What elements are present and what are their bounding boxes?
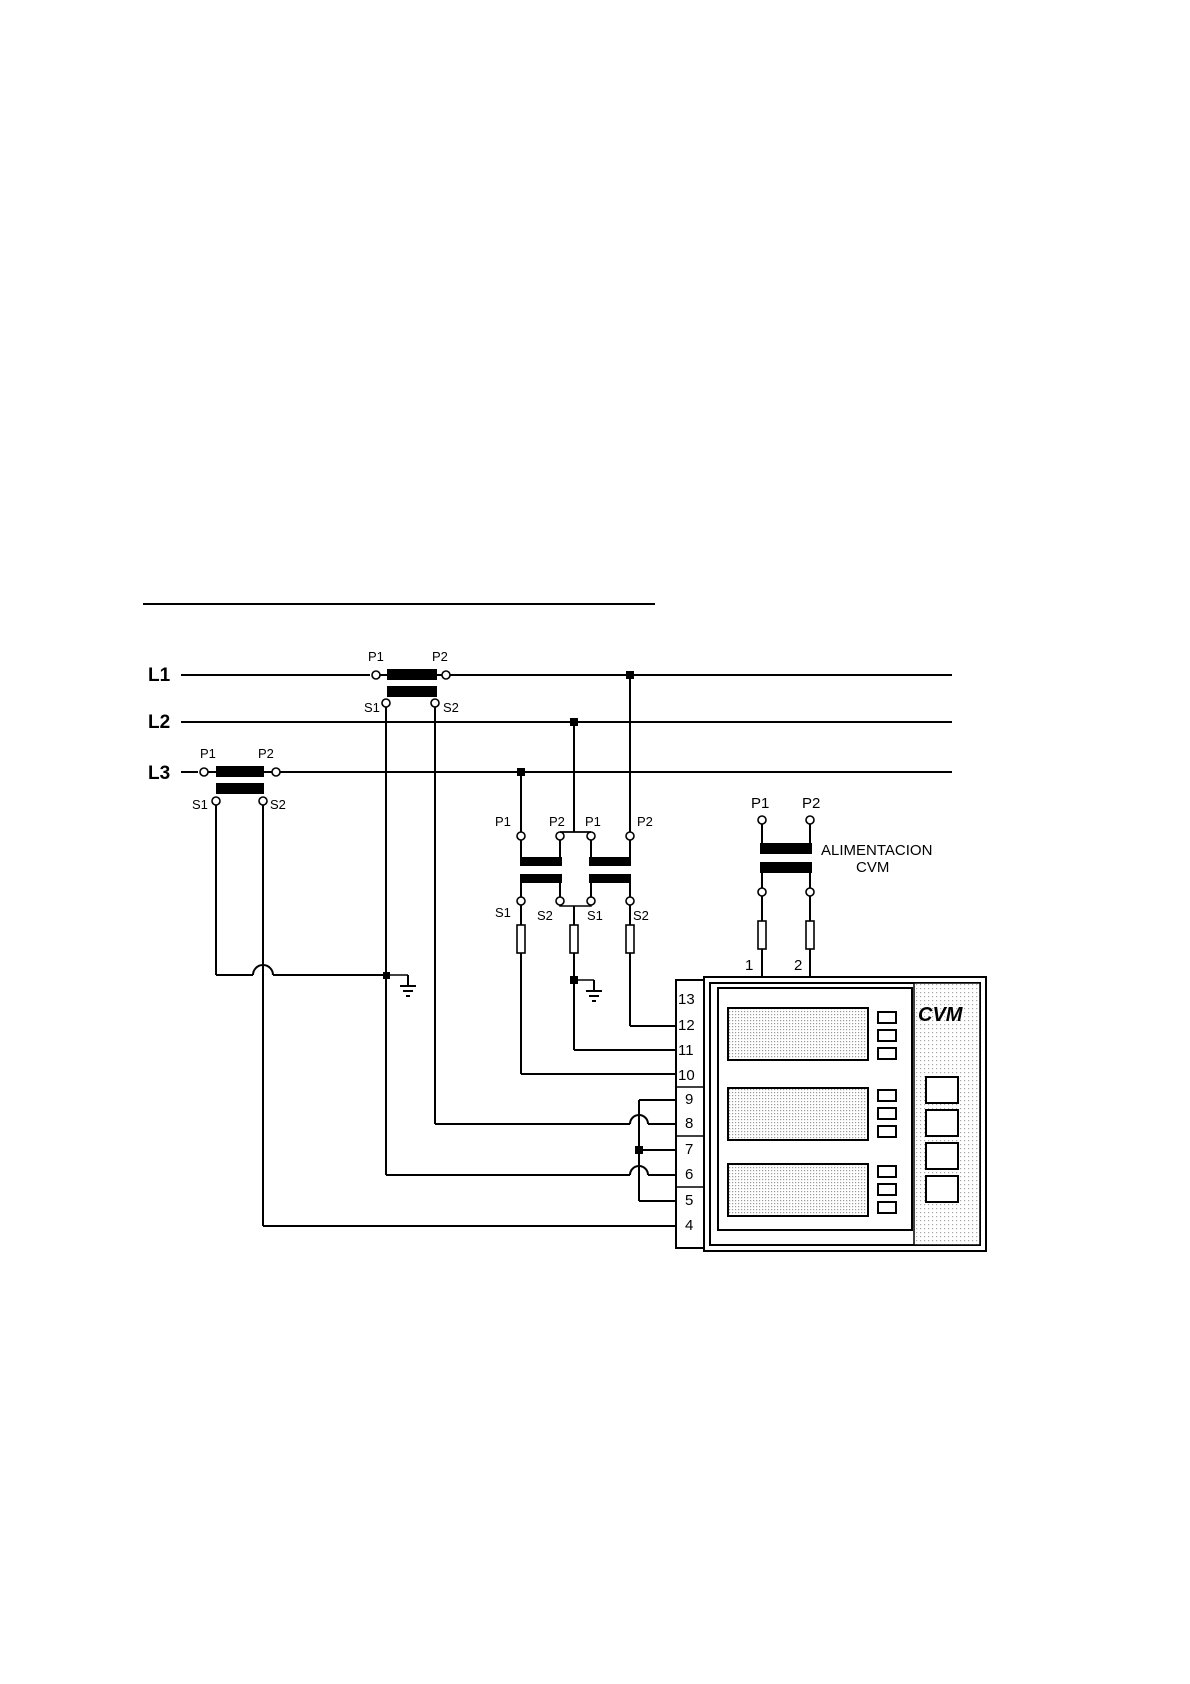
line-label-l3: L3	[148, 763, 170, 784]
device-key-1[interactable]	[926, 1077, 958, 1103]
supply-pin-2: 2	[794, 957, 802, 974]
terminal-5: 5	[685, 1192, 693, 1209]
ct-l1-s1-label: S1	[364, 700, 380, 715]
phase-lines: L1 L2 L3	[148, 665, 952, 784]
vt-left-p2-label: P2	[549, 814, 565, 829]
line-label-l2: L2	[148, 712, 170, 733]
terminal-12: 12	[678, 1017, 695, 1034]
vt-right-s2-label: S2	[633, 908, 649, 923]
display-3	[728, 1164, 868, 1216]
supply-label-line1: ALIMENTACION	[821, 842, 932, 859]
display-1	[728, 1008, 868, 1060]
device-key-4[interactable]	[926, 1176, 958, 1202]
ct-l1-p1-label: P1	[368, 649, 384, 664]
ground-icon	[574, 980, 602, 1001]
ct-l3-p2-label: P2	[258, 746, 274, 761]
terminal-11: 11	[678, 1042, 694, 1059]
vt-right-s1-label: S1	[587, 908, 603, 923]
device-key-2[interactable]	[926, 1110, 958, 1136]
supply-transformer: P1 P2 ALIMENTACION CVM 1 2	[745, 795, 932, 980]
terminal-9: 9	[685, 1091, 693, 1108]
device-key-3[interactable]	[926, 1143, 958, 1169]
ground-icon	[388, 975, 416, 996]
terminal-4: 4	[685, 1217, 693, 1234]
vt-left-p1-label: P1	[495, 814, 511, 829]
ct-l3-p1-label: P1	[200, 746, 216, 761]
ct-l1-s2-label: S2	[443, 700, 459, 715]
line-label-l1: L1	[148, 665, 171, 686]
terminal-13: 13	[678, 991, 695, 1008]
ct-l1-p2-label: P2	[432, 649, 448, 664]
ct-wiring	[216, 707, 676, 1226]
supply-p1-label: P1	[751, 795, 769, 812]
vt-wiring	[521, 953, 676, 1074]
vt-left-s1-label: S1	[495, 905, 511, 920]
current-transformer-l1: P1 P2 S1 S2	[364, 649, 459, 715]
terminal-6: 6	[685, 1166, 693, 1183]
supply-p2-label: P2	[802, 795, 820, 812]
terminal-block: 13 12 11 10 9 8 7 6 5 4	[676, 980, 704, 1248]
voltage-transformers: P1 P2 P1 P2 S1 S2 S1 S2	[495, 671, 653, 953]
ct-l3-s1-label: S1	[192, 797, 208, 812]
terminal-8: 8	[685, 1115, 693, 1132]
vt-right-p2-label: P2	[637, 814, 653, 829]
cvm-device: CVM	[704, 977, 986, 1251]
vt-right-p1-label: P1	[585, 814, 601, 829]
device-brand-label: CVM	[918, 1004, 964, 1026]
terminal-7: 7	[685, 1141, 693, 1158]
display-2	[728, 1088, 868, 1140]
terminal-10: 10	[678, 1067, 695, 1084]
supply-label-line2: CVM	[856, 859, 889, 876]
vt-left-s2-label: S2	[537, 908, 553, 923]
ct-l3-s2-label: S2	[270, 797, 286, 812]
current-transformer-l3: P1 P2 S1 S2	[192, 746, 286, 812]
supply-pin-1: 1	[745, 957, 753, 974]
